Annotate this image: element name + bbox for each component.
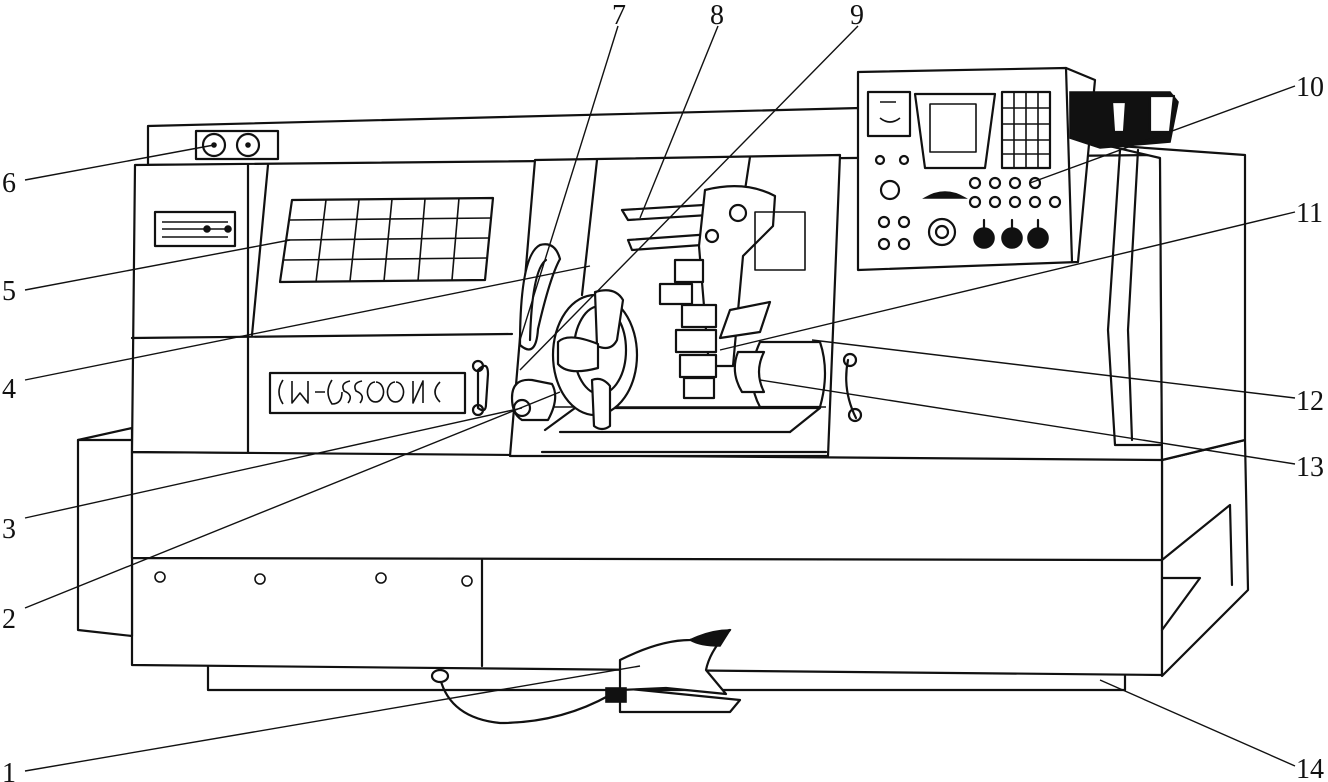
- label-2: 2: [2, 604, 16, 635]
- label-12: 12: [1296, 386, 1324, 417]
- spindle-chuck: [551, 289, 639, 431]
- label-10: 10: [1296, 72, 1324, 103]
- label-6: 6: [2, 168, 16, 199]
- left-chip-tray: [76, 426, 134, 638]
- spindle-cap: [510, 378, 557, 422]
- label-5: 5: [2, 276, 16, 307]
- nameplate: [268, 371, 467, 415]
- signal-light: [1069, 91, 1179, 149]
- tailstock: [733, 340, 827, 409]
- label-11: 11: [1296, 198, 1323, 229]
- work-area-window: [508, 153, 842, 458]
- tool-turret: [658, 258, 772, 400]
- indicator-lamps: [194, 129, 280, 161]
- switch-plate: [153, 210, 237, 248]
- turret-arm: [697, 185, 806, 368]
- label-4: 4: [2, 374, 16, 405]
- label-13: 13: [1296, 452, 1324, 483]
- bed-front: [130, 450, 1164, 562]
- control-panel: [856, 66, 1097, 272]
- foot-pedal: [430, 628, 742, 725]
- label-9: 9: [850, 0, 864, 31]
- label-7: 7: [612, 0, 626, 31]
- label-14: 14: [1296, 754, 1324, 782]
- leader-lines: [24, 25, 1296, 772]
- left-door-handle: [471, 359, 490, 417]
- right-door-handle: [842, 352, 863, 423]
- label-3: 3: [2, 514, 16, 545]
- label-8: 8: [710, 0, 724, 31]
- label-1: 1: [2, 758, 16, 782]
- right-pillar: [1103, 143, 1247, 462]
- vent-grille: [278, 196, 495, 284]
- right-coolant-tray: [1160, 438, 1250, 678]
- coolant-nozzle: [518, 243, 562, 351]
